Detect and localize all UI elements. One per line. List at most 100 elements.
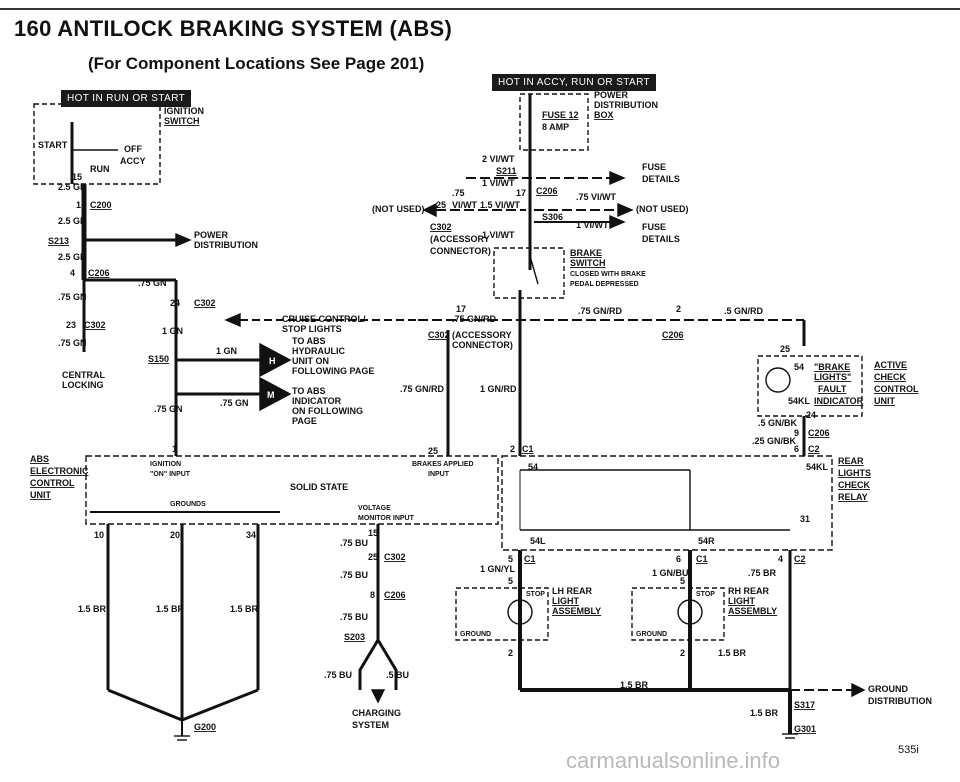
- wire-label: 1 GN/RD: [480, 384, 517, 394]
- pin-label: 5: [508, 554, 513, 564]
- charging-label-1: CHARGING: [352, 708, 401, 718]
- central-locking-2: LOCKING: [62, 380, 104, 390]
- pin-label: 34: [246, 530, 256, 540]
- abs-label-2: ELECTRONIC: [30, 466, 89, 476]
- fuse-power-dist-2: DISTRIBUTION: [594, 100, 658, 110]
- wire-label: 1.5 BR: [718, 648, 747, 658]
- ground-lh: GROUND: [460, 631, 491, 638]
- pin-label: 10: [94, 530, 104, 540]
- fuse-power-dist-3: BOX: [594, 110, 614, 120]
- pin-label: 6: [794, 444, 799, 454]
- pin-label: 31: [800, 514, 810, 524]
- connector-c2-relay: C2: [808, 444, 820, 454]
- splice-s203: S203: [344, 632, 365, 642]
- brake-switch-2: SWITCH: [570, 258, 606, 268]
- brake-switch-4: PEDAL DEPRESSED: [570, 281, 639, 288]
- pin-label: 2: [676, 304, 681, 314]
- wire-label: .75 GN: [220, 398, 249, 408]
- connector-c2-lights: C2: [794, 554, 806, 564]
- abs-ign-2: "ON" INPUT: [150, 471, 191, 478]
- cruise-label-2: STOP LIGHTS: [282, 324, 342, 334]
- active-check-box: [757, 355, 863, 417]
- acu-ind-1: "BRAKE: [814, 362, 850, 372]
- watermark: carmanualsonline.info: [566, 748, 781, 773]
- wire-label: .75 GN: [58, 338, 87, 348]
- abs-label-4: UNIT: [30, 490, 51, 500]
- relay-label-2: LIGHTS: [838, 468, 871, 478]
- arrow-hydraulic: [259, 342, 292, 378]
- wire-label: 1 GN: [216, 346, 237, 356]
- wire-label: 2 VI/WT: [482, 154, 515, 164]
- abs-solid-state: SOLID STATE: [290, 482, 348, 492]
- acu-ind-3: FAULT: [818, 384, 847, 394]
- top-rule: [0, 8, 960, 10]
- pin-label: 1: [172, 444, 177, 454]
- fuse-acc-1: (ACCESSORY: [430, 234, 490, 244]
- pin-label: 8: [370, 590, 375, 600]
- pin-label: 54: [528, 462, 538, 472]
- wire-label: .75 GN/RD: [400, 384, 445, 394]
- pin-label: 15: [368, 528, 378, 538]
- fuse-amp: 8 AMP: [542, 122, 569, 132]
- fuse-acc-2: CONNECTOR): [430, 246, 491, 256]
- arrow-indicator: [259, 376, 292, 412]
- ignition-switch-title2: SWITCH: [164, 116, 200, 126]
- splice-s150: S150: [148, 354, 169, 364]
- pin-label: 24: [806, 410, 816, 420]
- abs-brakes-2: INPUT: [428, 471, 450, 478]
- wire-label: 1 VI/WT: [482, 230, 515, 240]
- acu-label-2: CHECK: [874, 372, 907, 382]
- pin-label: 54KL: [806, 462, 829, 472]
- pin-label: 24: [170, 298, 180, 308]
- splice-s306: S306: [542, 212, 563, 222]
- not-used-right: (NOT USED): [636, 204, 689, 214]
- pin-label: 2: [508, 648, 513, 658]
- acu-label-3: CONTROL: [874, 384, 919, 394]
- lh-rear-3: ASSEMBLY: [552, 606, 601, 616]
- ignition-switch-title: IGNITION: [164, 106, 204, 116]
- fuse-details-2: DETAILS: [642, 174, 680, 184]
- wire-label: .75 BU: [340, 570, 368, 580]
- pin-label: 20: [170, 530, 180, 540]
- wire-label: .5 GN/RD: [724, 306, 764, 316]
- wire-label: .75 BR: [748, 568, 777, 578]
- relay-label-4: RELAY: [838, 492, 868, 502]
- ind-note-1: TO ABS: [292, 386, 326, 396]
- abs-volt-1: VOLTAGE: [358, 505, 391, 512]
- ign-pin: 15: [72, 172, 82, 182]
- splice-s317: S317: [794, 700, 815, 710]
- wire-label: 1 VI/WT: [482, 178, 515, 188]
- rh-rear-2: LIGHT: [728, 596, 755, 606]
- abs-ign-1: IGNITION: [150, 461, 181, 468]
- ind-note-2: INDICATOR: [292, 396, 342, 406]
- pin-label: 54R: [698, 536, 715, 546]
- hot-label-left: HOT IN RUN OR START: [61, 90, 192, 107]
- pin-label: 5: [680, 576, 685, 586]
- page-code: 535i: [898, 744, 919, 756]
- stop-rh: STOP: [696, 591, 715, 598]
- connector-c302-cruise: C302: [428, 330, 450, 340]
- fuse-power-dist-1: POWER: [594, 90, 629, 100]
- ind-note-3: ON FOLLOWING: [292, 406, 363, 416]
- wire-label: .75 GN: [138, 278, 167, 288]
- pin-label: 25: [428, 446, 438, 456]
- acu-label-1: ACTIVE: [874, 360, 907, 370]
- pin-label: 25: [436, 200, 446, 210]
- abs-label-1: ABS: [30, 454, 49, 464]
- pin-label: 54: [794, 362, 804, 372]
- cruise-acc-1: (ACCESSORY: [452, 330, 512, 340]
- ground-g200: G200: [194, 722, 216, 732]
- connector-c206: C206: [88, 268, 110, 278]
- wire-label: .75 VI/WT: [576, 192, 617, 202]
- hyd-note-4: FOLLOWING PAGE: [292, 366, 374, 376]
- fuse-details-1: FUSE: [642, 162, 666, 172]
- brake-switch-1: BRAKE: [570, 248, 602, 258]
- wire-label: .75 BU: [340, 612, 368, 622]
- wire-label: 1.5 BR: [750, 708, 779, 718]
- acu-ind-2: LIGHTS": [814, 372, 851, 382]
- pin-label: 54KL: [788, 396, 811, 406]
- abs-brakes-1: BRAKES APPLIED: [412, 461, 474, 468]
- ground-dist-2: DISTRIBUTION: [868, 696, 932, 706]
- wire-label: 2.5 GN: [58, 252, 87, 262]
- m-letter: M: [267, 390, 275, 400]
